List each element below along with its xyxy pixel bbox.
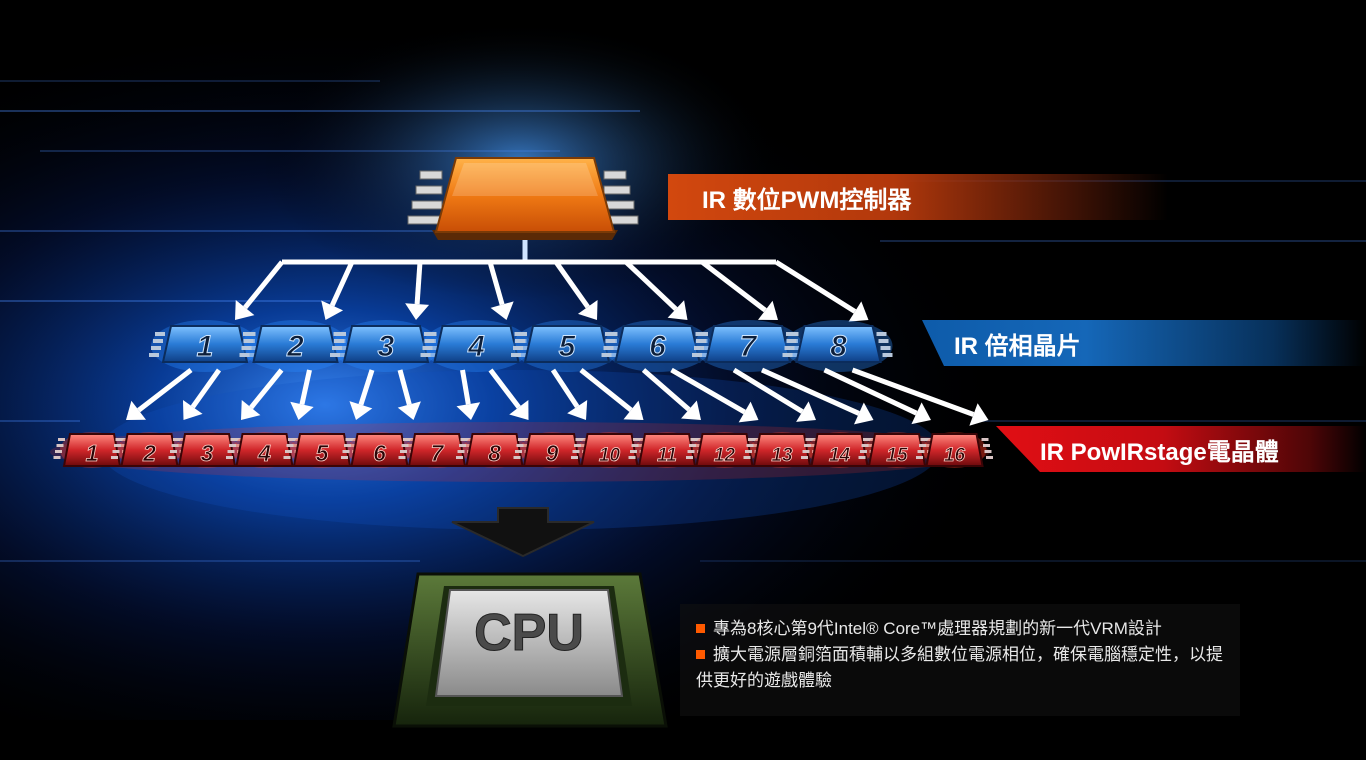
arrow-icon xyxy=(349,369,375,420)
bullet-icon xyxy=(696,624,705,633)
arrow-icon xyxy=(488,368,529,420)
arrow-icon xyxy=(624,260,688,320)
powirstage-label: IR PowIRstage電晶體 xyxy=(1040,438,1279,466)
powirstage-chip-2: 2 xyxy=(111,432,188,468)
phase-doubler-number: 4 xyxy=(467,330,485,363)
arrow-icon xyxy=(641,368,701,420)
powirstage-chip-7: 7 xyxy=(398,432,476,468)
phase-doubler-chip-8: 8 xyxy=(782,320,893,372)
powirstage-number: 6 xyxy=(373,440,386,466)
arrow-icon xyxy=(579,368,644,420)
powirstage-number: 16 xyxy=(944,445,966,466)
pwm-controller-chip xyxy=(407,157,639,240)
powirstage-chip-4: 4 xyxy=(226,432,303,468)
cpu-chip: CPU xyxy=(392,572,668,728)
arrow-icon xyxy=(405,261,430,320)
arrow-icon xyxy=(760,367,874,425)
powirstage-chip-5: 5 xyxy=(283,432,361,468)
phase-doubler-chip-3: 3 xyxy=(330,320,440,372)
phase-doubler-label: IR 倍相晶片 xyxy=(954,332,1081,360)
arrow-icon xyxy=(290,369,314,420)
powirstage-chip-16: 16 xyxy=(916,432,993,468)
phase-doubler-chip-4: 4 xyxy=(420,320,531,372)
phase-doubler-number: 5 xyxy=(559,330,577,363)
powirstage-number: 11 xyxy=(657,445,677,466)
phase-doubler-number: 7 xyxy=(740,330,758,363)
arrow-icon xyxy=(774,259,869,322)
note-text-2: 擴大電源層銅箔面積輔以多組數位電源相位，確保電腦穩定性，以提供更好的遊戲體驗 xyxy=(696,645,1223,690)
powirstage-chip-15: 15 xyxy=(858,432,936,468)
powirstage-number: 7 xyxy=(431,440,445,466)
note-item: 專為8核心第9代Intel® Core™處理器規劃的新一代VRM設計 xyxy=(696,616,1240,642)
down-arrow-icon xyxy=(451,507,595,558)
powirstage-chip-9: 9 xyxy=(513,432,591,468)
powirstage-number: 8 xyxy=(488,440,501,466)
powirstage-chip-6: 6 xyxy=(341,432,418,468)
arrow-icon xyxy=(700,260,778,320)
powirstage-chip-14: 14 xyxy=(801,432,878,468)
arrow-icon xyxy=(235,260,284,320)
powirstage-chip-3: 3 xyxy=(168,432,246,468)
arrow-icon xyxy=(321,260,355,320)
phase-doubler-chip-7: 7 xyxy=(692,320,802,372)
powirstage-number: 1 xyxy=(86,440,99,466)
phase-doubler-chip-1: 1 xyxy=(149,320,259,372)
phase-doubler-banner: IR 倍相晶片 xyxy=(922,320,1366,366)
arrow-icon xyxy=(126,368,193,420)
feature-notes: 專為8核心第9代Intel® Core™處理器規劃的新一代VRM設計 擴大電源層… xyxy=(680,604,1240,716)
arrow-icon xyxy=(550,368,588,420)
powirstage-chip-8: 8 xyxy=(456,432,533,468)
phase-doubler-chip-5: 5 xyxy=(511,320,621,372)
arrow-icon xyxy=(456,369,481,420)
note-item: 擴大電源層銅箔面積輔以多組數位電源相位，確保電腦穩定性，以提供更好的遊戲體驗 xyxy=(696,642,1226,694)
arrow-icon xyxy=(670,367,759,423)
arrow-icon xyxy=(397,369,421,420)
pwm-controller-label: IR 數位PWM控制器 xyxy=(702,186,912,214)
powirstage-chip-13: 13 xyxy=(743,432,821,468)
powirstage-chip-12: 12 xyxy=(686,432,763,468)
pwm-controller-banner: IR 數位PWM控制器 xyxy=(668,174,1168,220)
powirstage-number: 10 xyxy=(599,445,621,466)
arrow-icon xyxy=(182,368,222,420)
arrow-icon xyxy=(851,367,989,426)
powirstage-number: 5 xyxy=(316,440,330,466)
powirstage-number: 14 xyxy=(829,445,851,466)
powirstage-banner: IR PowIRstage電晶體 xyxy=(996,426,1366,472)
phase-doubler-number: 1 xyxy=(197,330,214,363)
arrow-icon xyxy=(553,260,598,320)
phase-doubler-chip-2: 2 xyxy=(239,320,350,372)
phase-doubler-number: 3 xyxy=(378,330,395,363)
phase-doubler-number: 6 xyxy=(649,330,666,363)
arrow-icon xyxy=(487,261,514,320)
powirstage-number: 4 xyxy=(257,440,271,466)
powirstage-number: 3 xyxy=(201,440,214,466)
powirstage-number: 15 xyxy=(886,445,908,466)
arrow-icon xyxy=(241,368,284,420)
arrow-icon xyxy=(732,367,816,422)
arrow-icon xyxy=(823,367,931,425)
powirstage-number: 13 xyxy=(771,445,793,466)
powirstage-chip-10: 10 xyxy=(571,432,648,468)
bullet-icon xyxy=(696,650,705,659)
powirstage-number: 2 xyxy=(142,440,156,466)
cpu-label: CPU xyxy=(474,604,584,662)
phase-doubler-number: 2 xyxy=(286,330,304,363)
phase-doubler-number: 8 xyxy=(830,330,847,363)
note-text-1: 專為8核心第9代Intel® Core™處理器規劃的新一代VRM設計 xyxy=(713,619,1162,638)
powirstage-number: 12 xyxy=(714,445,736,466)
powirstage-number: 9 xyxy=(546,440,559,466)
